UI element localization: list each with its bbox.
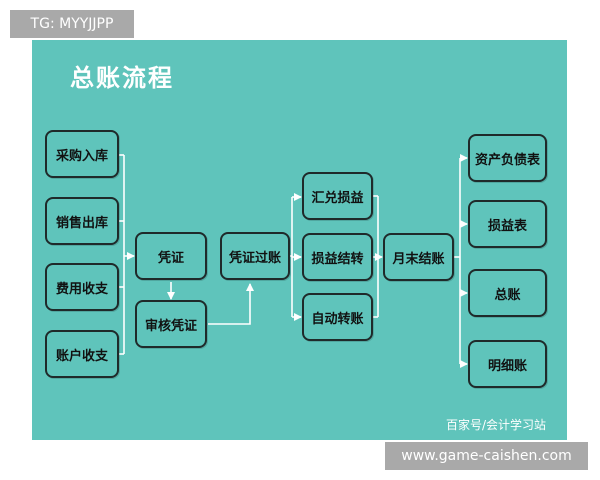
connector-audit-posting [208, 283, 254, 325]
node-expense: 费用收支 [45, 263, 119, 311]
node-general-ledger: 总账 [468, 269, 547, 317]
node-purchase-inbound: 采购入库 [45, 130, 119, 178]
node-exchange-gain-loss: 汇兑损益 [302, 172, 373, 220]
node-audit-voucher: 审核凭证 [135, 300, 207, 348]
node-month-end-close: 月末结账 [383, 233, 454, 281]
node-account: 账户收支 [45, 330, 119, 378]
node-detail-ledger: 明细账 [468, 340, 547, 388]
node-sales-outbound: 销售出库 [45, 197, 119, 245]
watermark-top: TG: MYYJJPP [10, 10, 134, 38]
node-auto-transfer: 自动转账 [302, 293, 373, 341]
node-voucher: 凭证 [135, 232, 207, 280]
node-profit-loss-transfer: 损益结转 [302, 233, 373, 281]
source-credit: 百家号/会计学习站 [446, 418, 547, 432]
diagram-title: 总账流程 [70, 64, 174, 92]
node-voucher-posting: 凭证过账 [220, 232, 290, 280]
watermark-bottom: www.game-caishen.com [385, 442, 588, 470]
node-balance-sheet: 资产负债表 [468, 134, 547, 182]
node-income-statement: 损益表 [468, 200, 547, 248]
